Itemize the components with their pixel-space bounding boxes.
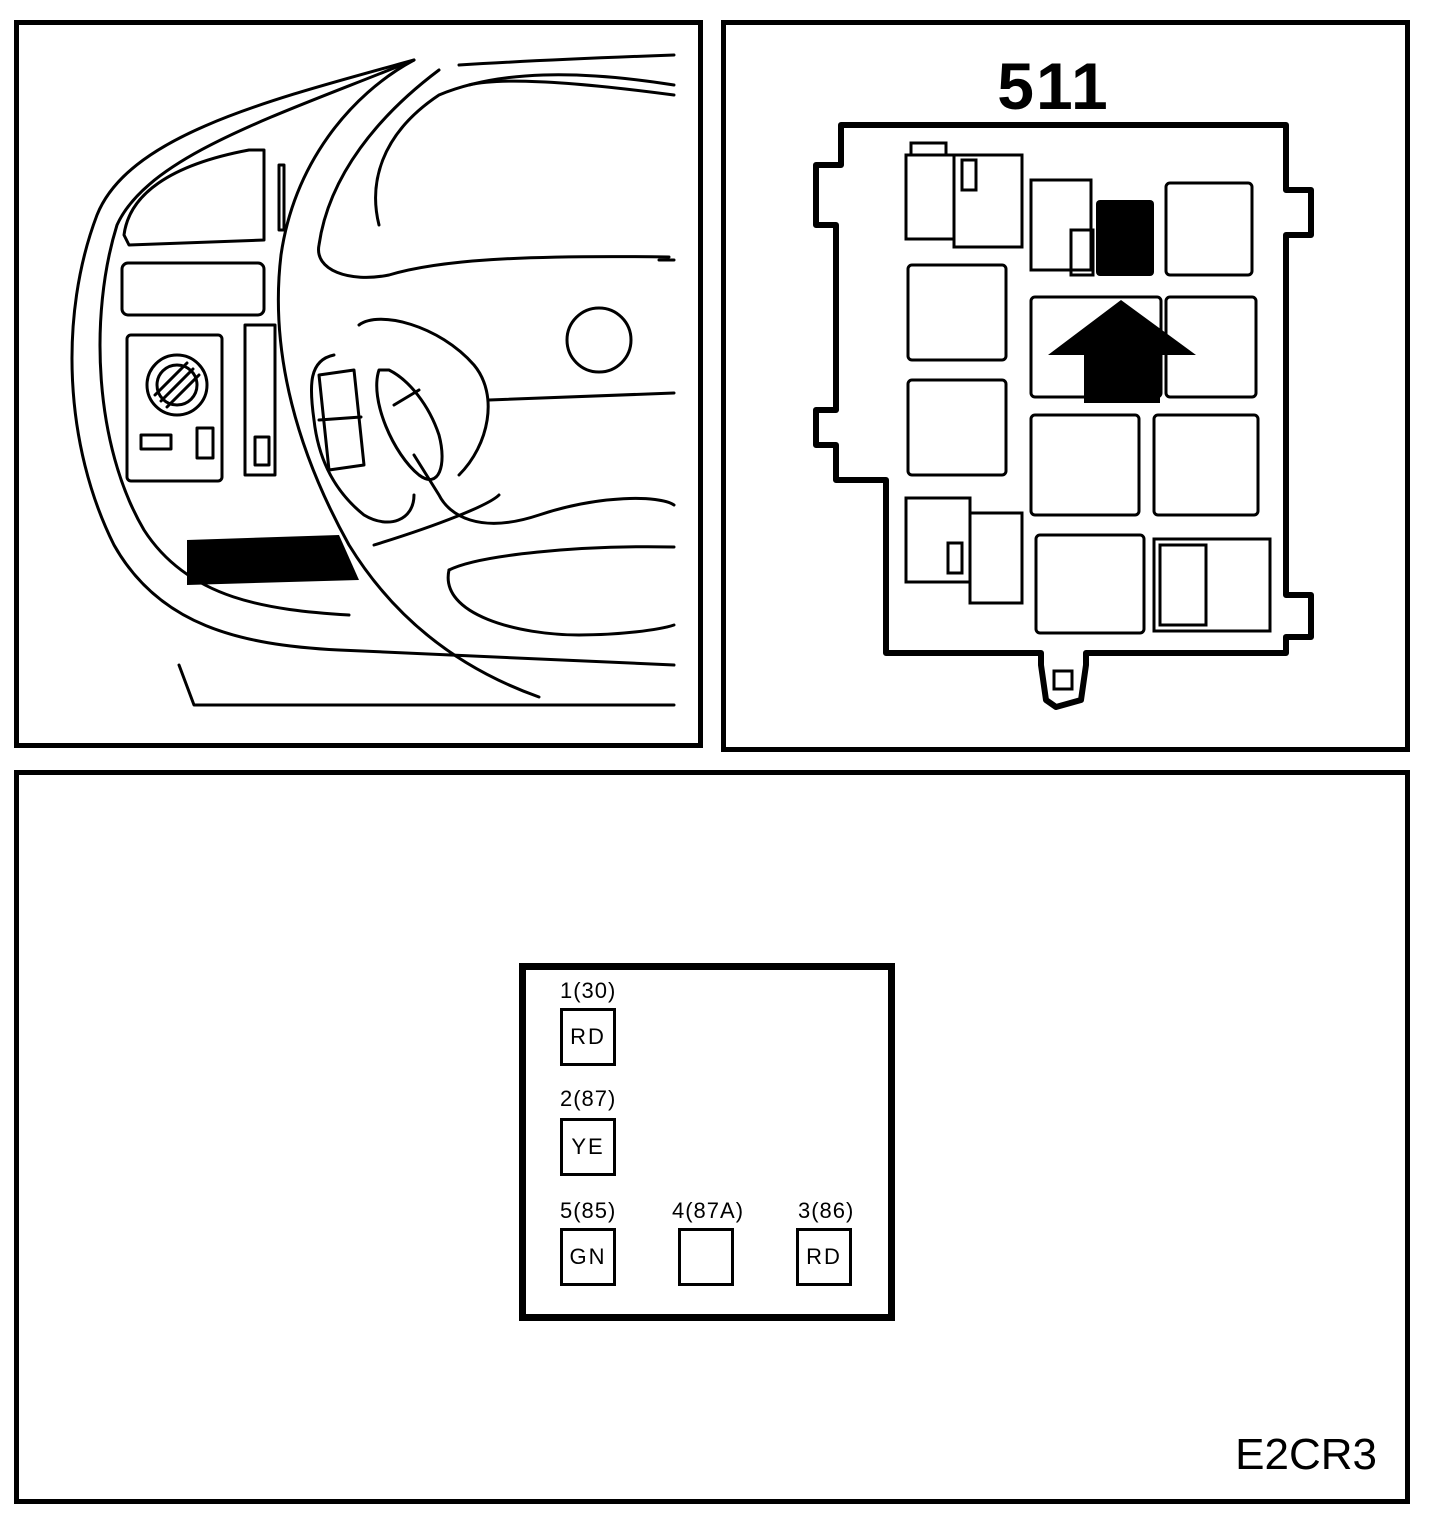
pin-label: 2(87) xyxy=(560,1086,617,1111)
dashboard-illustration xyxy=(70,53,676,707)
pin-cavity: RD xyxy=(796,1228,852,1286)
arrow-up-icon xyxy=(1048,300,1196,403)
pin-cavity: GN xyxy=(560,1228,616,1286)
highlighted-relay xyxy=(1096,200,1154,276)
pin-cavity: YE xyxy=(560,1118,616,1176)
relay-box-location-marker xyxy=(187,535,359,585)
connector-face: 1(30) RD 2(87) YE 5(85) GN 4(87A) 3(86) … xyxy=(519,963,895,1321)
pin-label: 4(87A) xyxy=(672,1198,745,1223)
reference-code: E2CR3 xyxy=(1235,1430,1377,1479)
pin-label: 5(85) xyxy=(560,1198,617,1223)
pin-cavity xyxy=(678,1228,734,1286)
relay-box-number: 511 xyxy=(997,49,1110,123)
pin-label: 1(30) xyxy=(560,978,617,1003)
relay-box-panel: 511 xyxy=(721,20,1410,752)
pin-cavity: RD xyxy=(560,1008,616,1066)
dashboard-location-panel xyxy=(14,20,703,748)
pin-label: 3(86) xyxy=(798,1198,855,1223)
connector-pinout-panel: 1(30) RD 2(87) YE 5(85) GN 4(87A) 3(86) … xyxy=(14,770,1410,1504)
relay-box-diagram xyxy=(813,122,1314,710)
